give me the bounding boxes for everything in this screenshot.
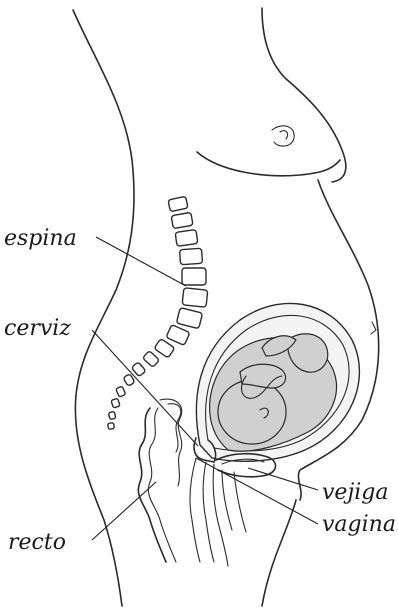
vertebra (131, 362, 146, 377)
leader-vagina (196, 458, 318, 524)
front-contour (262, 8, 346, 182)
vagina-canal-2 (203, 462, 214, 562)
vertebra (142, 351, 159, 368)
vertebra (108, 411, 115, 419)
fetus-arm (240, 364, 286, 388)
vertebra (168, 196, 188, 211)
label-vagina: vagina (322, 514, 396, 536)
label-cerviz: cerviz (4, 318, 71, 340)
vagina-canal-3 (213, 464, 228, 566)
vertebra (108, 423, 115, 430)
vertebra (111, 398, 120, 408)
label-espina: espina (4, 228, 77, 250)
thigh-contour (262, 500, 296, 606)
urethra (222, 470, 232, 530)
vertebra (182, 268, 206, 285)
label-recto: recto (8, 532, 66, 554)
navel (371, 322, 376, 334)
vertebra (171, 212, 193, 228)
fetus-head (218, 380, 286, 444)
vertebra (166, 325, 190, 346)
vertebra (180, 248, 203, 264)
vertebra (182, 288, 208, 307)
spine (108, 196, 208, 429)
vertebra (154, 339, 175, 358)
label-vejiga: vejiga (322, 482, 389, 504)
nipple (272, 126, 294, 146)
back-contour (73, 10, 134, 606)
pubic-line (234, 472, 246, 532)
intestine-loop (160, 399, 182, 486)
leader-vejiga (248, 468, 318, 490)
vertebra (116, 386, 126, 397)
leader-espina (96, 237, 186, 286)
vertebra (175, 230, 198, 247)
vertebra (176, 308, 202, 329)
nipple-inner (280, 131, 288, 139)
vagina-canal (190, 458, 200, 562)
breast-contour (197, 152, 340, 176)
